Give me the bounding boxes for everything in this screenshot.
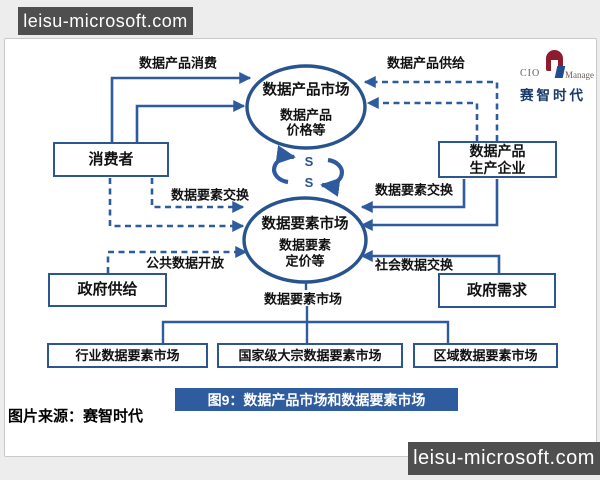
gov-supply-box: 政府供给 — [48, 273, 167, 307]
gov-supply-box-label: 政府供给 — [77, 281, 138, 298]
regional-market-box-label: 区域数据要素市场 — [433, 347, 538, 363]
industry-market-box: 行业数据要素市场 — [47, 343, 208, 368]
logo-arch-gap — [551, 60, 558, 71]
label-factor-exchange-right: 数据要素交换 — [374, 182, 454, 198]
arrow-consumer-to-product-market-2 — [135, 100, 246, 142]
solid-arrows — [110, 72, 501, 273]
gov-demand-box: 政府需求 — [438, 273, 556, 308]
label-factor-market: 数据要素市场 — [263, 291, 343, 307]
consumer-box-label: 消费者 — [88, 150, 134, 168]
cycle-arc-left — [271, 145, 296, 185]
arrow-producer-to-factor-market-2 — [360, 179, 499, 231]
label-product-consume: 数据产品消费 — [138, 55, 218, 71]
arrow-producer-to-product-market-1 — [363, 76, 499, 141]
consumer-box: 消费者 — [53, 142, 169, 177]
label-product-supply: 数据产品供给 — [386, 55, 466, 71]
producer-box: 数据产品 生产企业 — [438, 141, 557, 178]
factor-market-sub2: 定价等 — [285, 253, 325, 269]
label-social-data-exchange: 社会数据交换 — [374, 257, 454, 273]
cycle-label-top: S — [305, 154, 314, 169]
cycle-label-bottom: S — [305, 175, 314, 190]
watermark-bottom-text: leisu-microsoft.com — [413, 447, 595, 469]
producer-box-label-1: 数据产品 — [469, 142, 526, 159]
logo-arch-icon — [546, 50, 563, 71]
logo-manage-text: Manage — [565, 70, 594, 80]
watermark-top-text: leisu-microsoft.com — [23, 10, 188, 31]
dashed-arrows — [106, 76, 499, 273]
label-factor-exchange-left: 数据要素交换 — [170, 187, 250, 203]
product-market-sub1: 数据产品 — [279, 107, 333, 123]
national-market-box-label: 国家级大宗数据要素市场 — [238, 347, 382, 363]
arrow-gov-supply-to-factor-market — [106, 246, 248, 273]
arrow-consumer-to-factor-market-1 — [150, 178, 245, 213]
label-public-data-open: 公共数据开放 — [145, 255, 225, 271]
gov-demand-box-label: 政府需求 — [466, 281, 527, 299]
producer-box-label-2: 生产企业 — [469, 159, 526, 176]
cio-manage-logo: CIO Manage 赛智时代 — [520, 48, 598, 103]
exchange-cycle-icon: S S — [271, 145, 345, 197]
logo-cio-text: CIO — [520, 68, 541, 79]
logo-blue-square-icon — [554, 66, 566, 78]
logo-company-name: 赛智时代 — [520, 88, 586, 103]
factor-market-title: 数据要素市场 — [261, 216, 349, 233]
figure-caption: 图9：数据产品市场和数据要素市场 — [175, 388, 458, 411]
arrow-producer-to-product-market-2 — [366, 97, 479, 141]
arrow-consumer-to-product-market-1 — [110, 72, 252, 142]
product-market-title: 数据产品市场 — [262, 82, 350, 99]
product-market-ellipse — [245, 64, 367, 150]
arrow-consumer-to-factor-market-2 — [108, 178, 245, 232]
national-market-box: 国家级大宗数据要素市场 — [217, 343, 403, 368]
image-source: 图片来源：赛智时代 — [8, 405, 143, 426]
arrow-gov-demand-to-factor-market — [360, 250, 501, 273]
watermark-bottom: leisu-microsoft.com — [408, 442, 600, 475]
arrow-producer-to-factor-market-1 — [360, 179, 466, 213]
factor-market-tree-lines — [161, 282, 450, 343]
factor-market-sub1: 数据要素 — [278, 237, 332, 253]
cycle-arc-right — [320, 157, 345, 197]
industry-market-box-label: 行业数据要素市场 — [75, 347, 180, 363]
product-market-sub2: 价格等 — [286, 122, 326, 138]
tree-branches — [161, 320, 450, 343]
watermark-top: leisu-microsoft.com — [18, 7, 193, 35]
regional-market-box: 区域数据要素市场 — [413, 343, 558, 368]
image-source-text: 图片来源：赛智时代 — [8, 408, 144, 425]
figure-caption-text: 图9：数据产品市场和数据要素市场 — [207, 391, 426, 408]
